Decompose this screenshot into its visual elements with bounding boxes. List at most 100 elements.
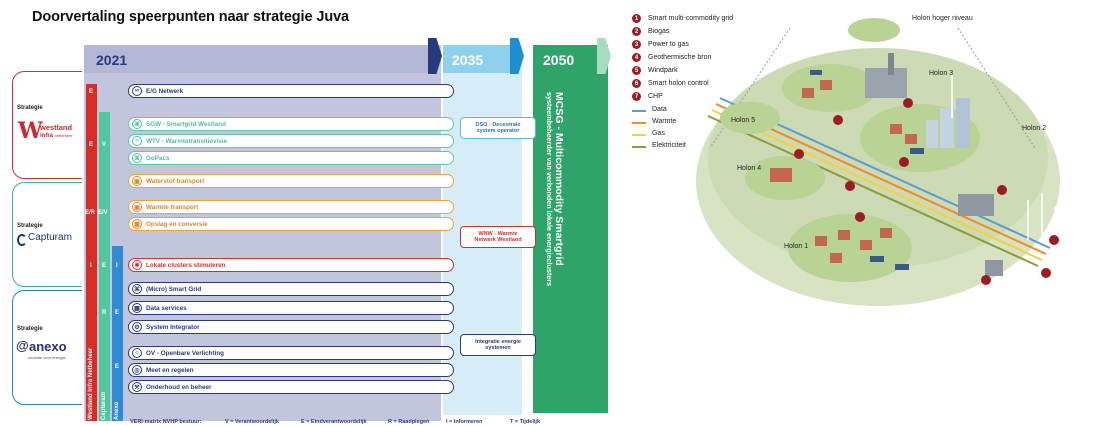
house bbox=[860, 240, 872, 250]
item-meet-en-regelen: ◎Meet en regelen bbox=[128, 363, 454, 377]
line-gas bbox=[711, 109, 1043, 261]
holon-top-ellipse bbox=[848, 18, 900, 42]
solar-panel bbox=[910, 148, 924, 154]
footer-matrix: VERI-matrix NVHP bestuur: bbox=[130, 419, 202, 425]
item-label: Lokale clusters stimuleren bbox=[146, 261, 226, 269]
grid-icon: ⌘ bbox=[132, 153, 142, 163]
network-icon: ∞ bbox=[132, 86, 142, 96]
marker-6 bbox=[855, 212, 865, 222]
storage-icon: ▩ bbox=[132, 219, 142, 229]
note-int-line2: systemen bbox=[485, 345, 511, 351]
capturam-logo: Capturam bbox=[28, 232, 72, 243]
legend-marker: 1 bbox=[632, 14, 641, 23]
westland-logo-netbeheer: netbeheer bbox=[54, 133, 73, 138]
legend-label: Biogas bbox=[648, 28, 670, 35]
solar-panel bbox=[810, 70, 822, 75]
solar-panel bbox=[870, 256, 884, 262]
holon-4-label: Holon 4 bbox=[737, 165, 762, 172]
westland-logo-text: westland infra netbeheer bbox=[40, 124, 73, 140]
item-onderhoud: ⚒Onderhoud en beheer bbox=[128, 380, 454, 394]
item-label: SGW - Smartgrid Westland bbox=[146, 120, 227, 128]
footer-v: V = Verantwoordelijk bbox=[225, 419, 279, 425]
veri-r2b: V bbox=[102, 142, 107, 148]
item-label: Waterstof transport bbox=[146, 177, 205, 185]
column-2021-header bbox=[84, 45, 428, 73]
legend-line-elektriciteit bbox=[632, 146, 646, 148]
truck-icon: ▣ bbox=[132, 202, 142, 212]
legend-marker: 6 bbox=[632, 79, 641, 88]
item-warmte: ▣ Warmte transport bbox=[128, 200, 454, 214]
strategie-label-1: Strategie bbox=[17, 105, 43, 111]
veri-r5b: E bbox=[115, 310, 120, 316]
item-eg-netwerk: ∞ E/G Netwerk bbox=[128, 84, 454, 98]
marker-6 bbox=[794, 149, 804, 159]
house bbox=[890, 124, 902, 134]
item-opslag: ▩Opslag en conversie bbox=[128, 217, 454, 231]
legend-line-data bbox=[632, 110, 646, 112]
strategy-bracket-capturam bbox=[12, 182, 82, 287]
vertical-label-anexo: Anexo bbox=[114, 401, 120, 420]
heat-icon: ≈ bbox=[132, 136, 142, 146]
tower-3 bbox=[926, 120, 938, 148]
line-elektriciteit bbox=[707, 115, 1039, 267]
footer-e: E = Eindverantwoordelijk bbox=[301, 419, 367, 425]
westland-logo-line1: westland bbox=[40, 123, 73, 132]
veri-r3b: E/V bbox=[98, 210, 108, 216]
house bbox=[815, 236, 827, 246]
note-wnw-line2: Netwerk Westland bbox=[474, 237, 522, 243]
item-ov: ☼OV - Openbare Verlichting bbox=[128, 346, 454, 360]
item-data-services: ▦Data services bbox=[128, 301, 454, 315]
legend-marker: 7 bbox=[632, 92, 641, 101]
year-2021: 2021 bbox=[96, 52, 128, 68]
holon-5-label: Holon 5 bbox=[731, 117, 756, 124]
item-label: (Micro) Smart Grid bbox=[146, 285, 202, 293]
item-wtv: ≈WTV - Warmtetransitievisie bbox=[128, 134, 454, 148]
legend-line-warmte-label: Warmte bbox=[652, 118, 677, 125]
note-int-line1: Integratie energie bbox=[475, 338, 521, 345]
truck-icon: ▣ bbox=[132, 176, 142, 186]
legend-line-gas-label: Gas bbox=[652, 130, 665, 137]
column-2035-header bbox=[443, 45, 513, 73]
item-label: Meet en regelen bbox=[146, 366, 194, 374]
wrench-icon: ⚒ bbox=[132, 382, 142, 392]
legend-marker: 5 bbox=[632, 66, 641, 75]
item-label: Warmte transport bbox=[146, 203, 199, 211]
grid-icon: ⌘ bbox=[132, 119, 142, 129]
item-label: OV - Openbare Verlichting bbox=[146, 349, 225, 357]
item-gopacs: ⌘GoPacs bbox=[128, 151, 454, 165]
veri-r1: E bbox=[89, 89, 94, 95]
westland-logo: W bbox=[18, 118, 43, 144]
note-dso-line1: DSO - Decentrale bbox=[475, 121, 521, 128]
column-westland bbox=[86, 84, 97, 421]
capturam-logo-mark bbox=[17, 234, 27, 246]
legend-marker: 4 bbox=[632, 53, 641, 62]
holon-1-label: Holon 1 bbox=[784, 243, 809, 250]
farm bbox=[770, 168, 792, 182]
column-2035-arrow bbox=[510, 38, 524, 74]
cluster-icon: ✱ bbox=[132, 260, 142, 270]
veri-r4c: I bbox=[116, 263, 118, 269]
item-system-integrator: ⚙System Integrator bbox=[128, 320, 454, 334]
column-capturam bbox=[99, 112, 110, 421]
house bbox=[838, 230, 850, 240]
veri-r3a: E/R bbox=[85, 210, 96, 216]
holon-illustration bbox=[696, 18, 1060, 306]
column-anexo bbox=[112, 246, 123, 421]
item-label: E/G Netwerk bbox=[146, 87, 184, 95]
tower-1 bbox=[940, 108, 954, 148]
item-lokale-clusters: ✱ Lokale clusters stimuleren bbox=[128, 258, 454, 272]
marker-1 bbox=[1041, 268, 1051, 278]
veri-r4a: I bbox=[90, 263, 92, 269]
holon-5-area bbox=[720, 102, 780, 134]
legend-label: Power to gas bbox=[648, 41, 689, 48]
legend-line-gas bbox=[632, 134, 646, 136]
page-title: Doorvertaling speerpunten naar strategie… bbox=[32, 9, 350, 25]
year-2035: 2035 bbox=[452, 52, 484, 68]
column-2050 bbox=[533, 45, 608, 413]
